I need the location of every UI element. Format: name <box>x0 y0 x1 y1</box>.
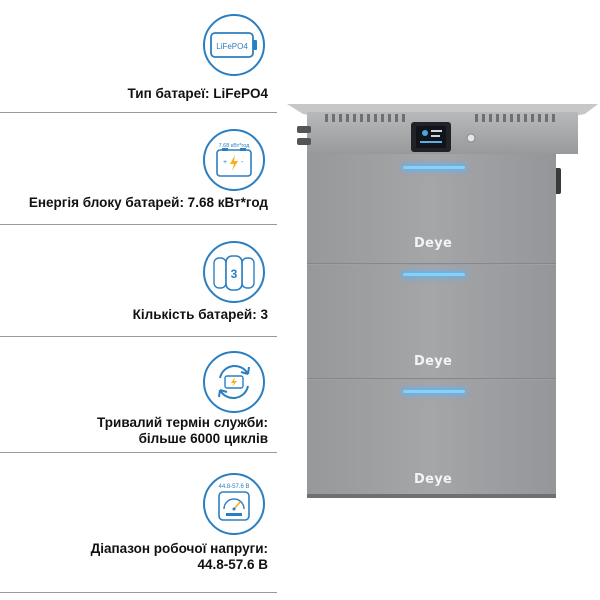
divider <box>0 112 277 113</box>
voltage-icon-text: 44.8-57.6 В <box>218 484 249 490</box>
feature-voltage-range: 44.8-57.6 В Діапазон робочої напруги: 44… <box>0 453 278 600</box>
voltage-range-icon: 44.8-57.6 В <box>203 473 265 535</box>
divider <box>0 224 277 225</box>
service-life-label: Тривалий термін служби: більше 6000 цикл… <box>97 415 268 446</box>
feature-battery-type: LiFePO4 Тип батареї: LiFePO4 <box>0 0 278 112</box>
status-led <box>403 166 465 169</box>
svg-text:+: + <box>223 159 227 166</box>
feature-battery-count: 3 Кількість батарей: 3 <box>0 225 278 336</box>
service-life-cycle-icon <box>203 351 265 413</box>
battery-energy-label: Енергія блоку батарей: 7.68 кВт*год <box>28 195 268 210</box>
battery-count-icon: 3 <box>203 241 265 303</box>
energy-icon-text: 7.68 кВт*год <box>219 143 251 149</box>
battery-stack-image <box>285 100 600 500</box>
status-led <box>403 273 465 276</box>
lifepo4-battery-icon: LiFePO4 <box>203 14 265 76</box>
feature-battery-energy: 7.68 кВт*год + - Енергія блоку батарей: … <box>0 113 278 224</box>
battery-count-label: Кількість батарей: 3 <box>132 307 268 322</box>
deye-logo: Deye <box>414 354 453 369</box>
battery-stack-svg <box>287 104 598 498</box>
deye-logo: Deye <box>414 236 453 251</box>
battery-energy-icon: 7.68 кВт*год + - <box>203 129 265 191</box>
feature-service-life: Тривалий термін служби: більше 6000 цикл… <box>0 337 278 452</box>
voltage-range-label: Діапазон робочої напруги: 44.8-57.6 В <box>90 541 268 572</box>
lifepo4-icon-text: LiFePO4 <box>216 42 248 51</box>
divider <box>0 336 277 337</box>
deye-logo: Deye <box>414 472 453 487</box>
divider <box>0 592 277 593</box>
battery-type-label: Тип батареї: LiFePO4 <box>127 86 268 101</box>
status-led <box>403 390 465 393</box>
divider <box>0 452 277 453</box>
svg-text:-: - <box>241 159 244 166</box>
count-icon-text: 3 <box>231 267 238 281</box>
